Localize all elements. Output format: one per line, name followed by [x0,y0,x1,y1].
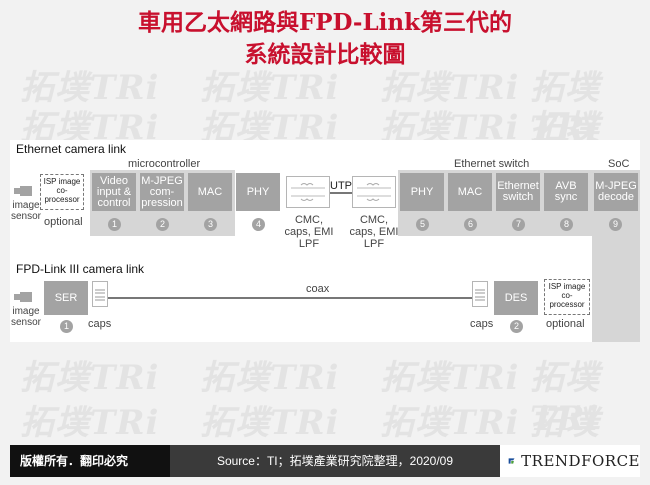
video-input-block: Video input & control [92,173,136,211]
image-sensor-label: image sensor [10,200,41,222]
coax-label: coax [306,283,330,295]
mac-block-1: MAC [188,173,232,211]
isp-optional-label: optional [546,318,585,330]
coax-link [108,297,472,299]
step-number: 5 [416,218,429,231]
ethernet-switch-label: Ethernet switch [454,158,530,170]
step-number: 2 [156,218,169,231]
image-sensor-icon [14,292,32,302]
trendforce-logo: TRENDFORCE [500,445,640,477]
utp-label: UTP [330,180,352,192]
avb-sync-block: AVB sync [544,173,588,211]
utp-link [330,192,352,194]
step-number: 4 [252,218,265,231]
filter-label-2: CMC, caps, EMI LPF [349,214,399,250]
source-note: Source：TI；拓墣產業研究院整理，2020/09 [170,445,500,477]
soc-label: SoC [608,158,630,170]
step-number: 2 [510,320,523,333]
watermark: 拓墣TRi [380,403,520,443]
step-number: 9 [609,218,622,231]
isp-coprocessor-box: ISP image co-processor [40,174,84,210]
copyright-notice: 版權所有．翻印必究 [10,445,170,477]
image-sensor-label: image sensor [10,306,41,328]
mjpeg-decode-block: M-JPEG decode [594,173,638,211]
watermark: 拓墣TRi [20,403,160,443]
image-sensor-icon [14,186,32,196]
filter-icon [357,183,391,201]
caps-label-right: caps [470,318,494,330]
system-diagram: Ethernet camera link microcontroller Eth… [10,140,640,342]
isp-optional-label: optional [44,216,83,228]
page-title: 車用乙太網路與FPD-Link第三代的 [137,9,513,36]
microcontroller-label: microcontroller [128,158,201,170]
watermark: 拓墣TRi [380,358,520,398]
step-number: 7 [512,218,525,231]
caps-label-left: caps [88,318,112,330]
capacitor-icon [95,289,105,301]
mac-block-2: MAC [448,173,492,211]
emi-filter-1 [286,176,330,208]
step-number: 3 [204,218,217,231]
footer: 版權所有．翻印必究 Source：TI；拓墣產業研究院整理，2020/09 TR… [0,445,650,485]
filter-icon [291,183,325,201]
isp-coprocessor-box: ISP image co-processor [544,279,590,315]
des-block: DES [494,281,538,315]
ethernet-section-title: Ethernet camera link [16,142,127,156]
fpd-section-title: FPD-Link III camera link [16,262,145,276]
trendforce-logo-icon [508,458,515,464]
watermark: 拓墣TRi [200,358,340,398]
brand-name: TRENDFORCE [521,452,640,470]
step-number: 8 [560,218,573,231]
caps-box-right [472,281,488,307]
watermark: 拓墣TRi [530,68,600,149]
ser-block: SER [44,281,88,315]
phy-block-1: PHY [236,173,280,211]
step-number: 1 [108,218,121,231]
capacitor-icon [475,289,485,301]
caps-box-left [92,281,108,307]
emi-filter-2 [352,176,396,208]
watermark: 拓墣TRi [20,358,160,398]
watermark: 拓墣TRi [200,403,340,443]
page-subtitle: 系統設計比較圖 [244,41,406,68]
filter-label-1: CMC, caps, EMI LPF [284,214,334,250]
mjpeg-compression-block: M-JPEG com-pression [140,173,184,211]
watermark: 拓墣TRi [530,358,600,439]
ethernet-switch-block: Ethernet switch [496,173,540,211]
step-number: 1 [60,320,73,333]
phy-block-2: PHY [400,173,444,211]
step-number: 6 [464,218,477,231]
